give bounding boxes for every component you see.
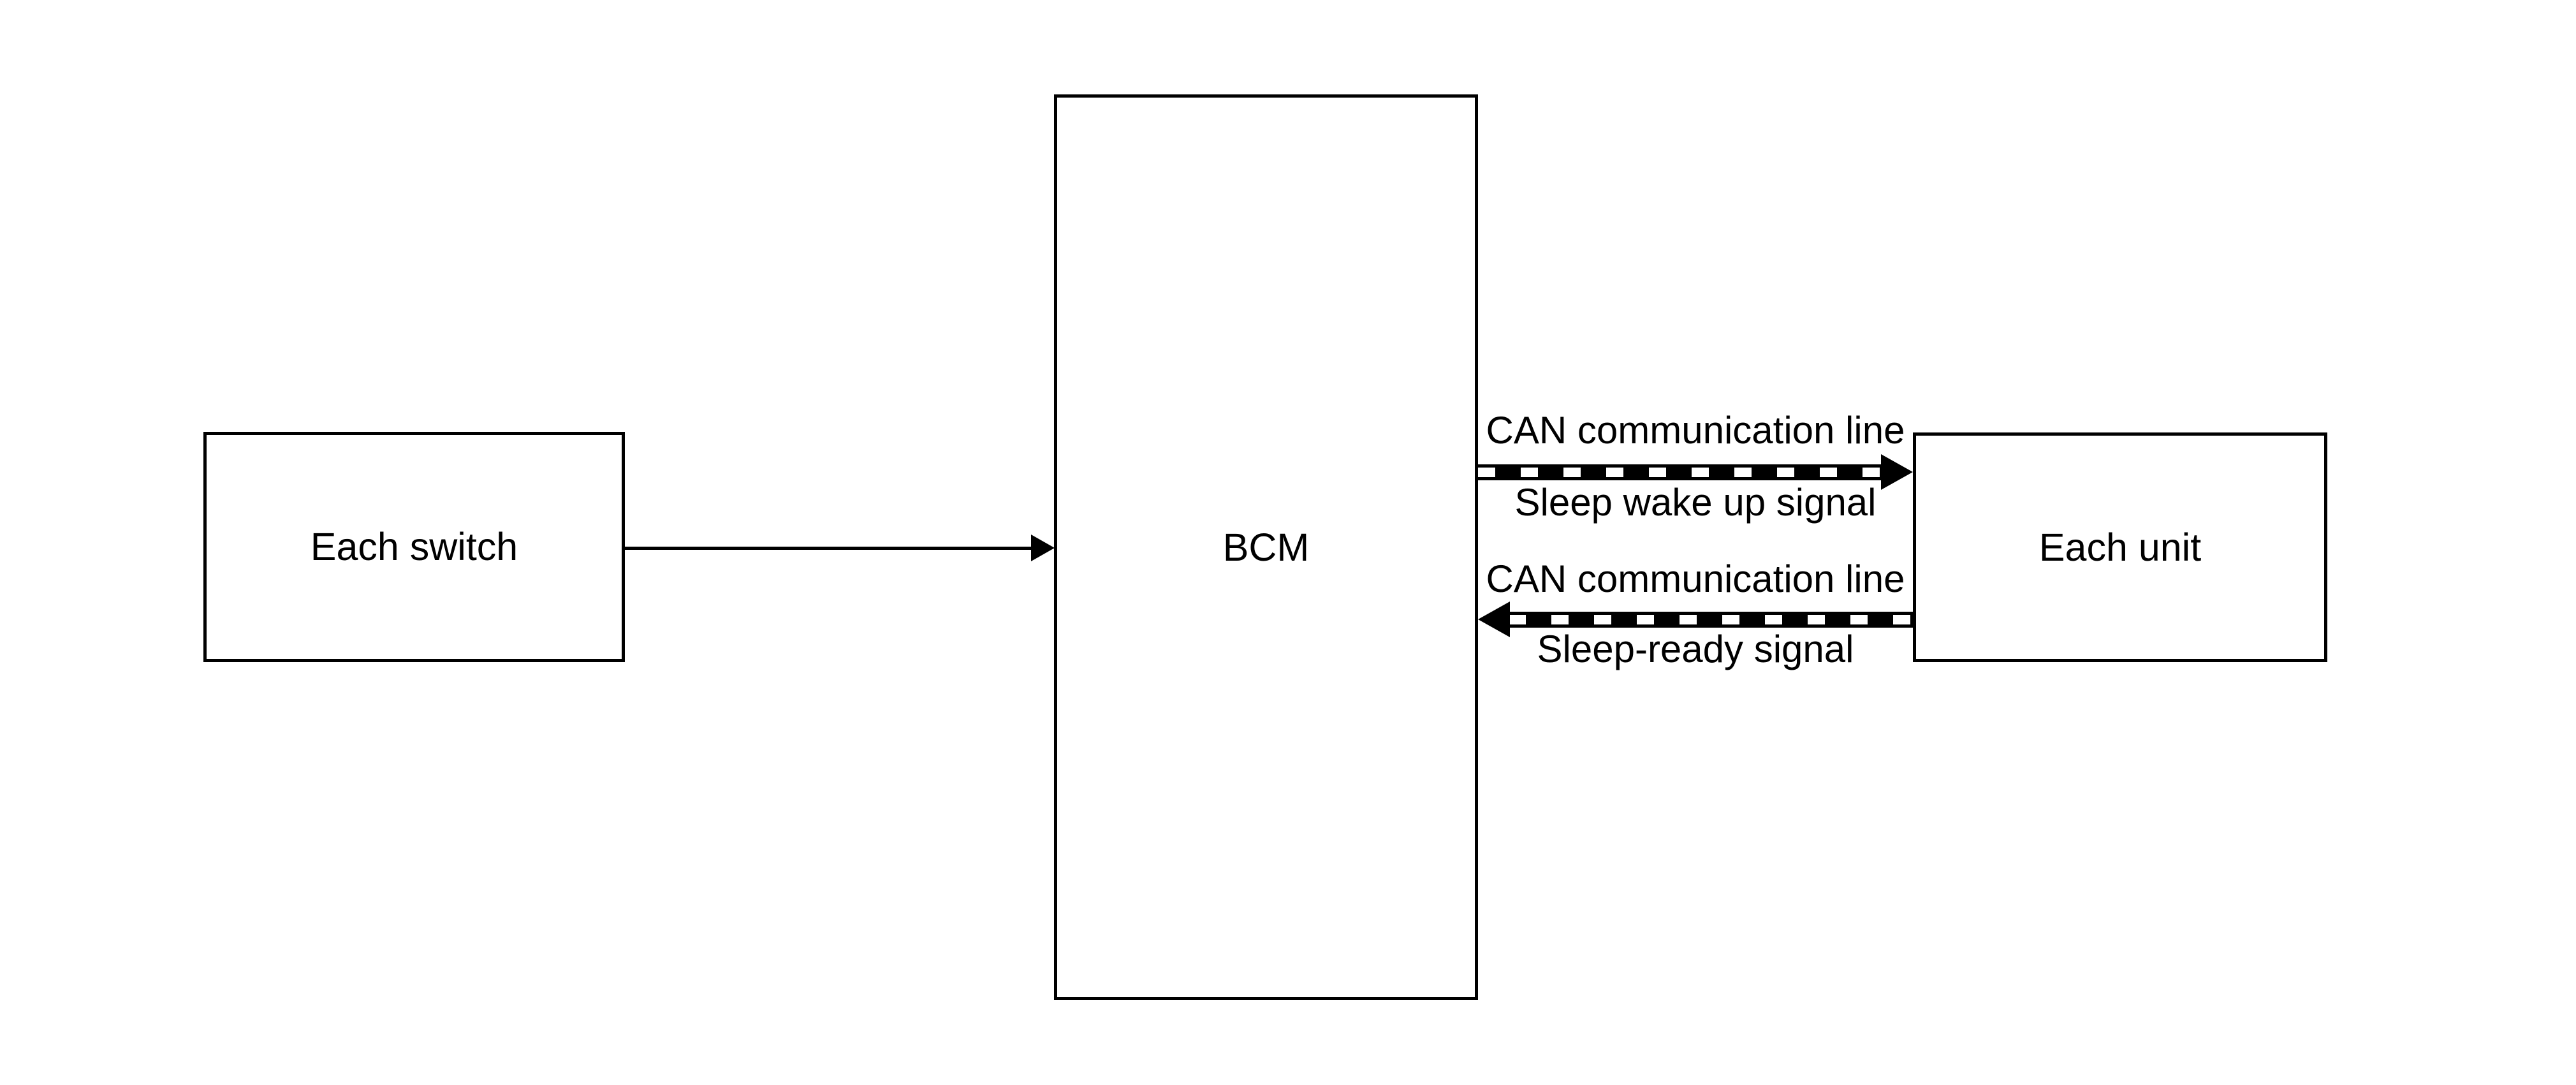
each-switch-label: Each switch — [310, 525, 518, 568]
arrowhead-right-icon — [1881, 454, 1913, 490]
arrowhead-right-icon — [1031, 535, 1055, 561]
arrowhead-left-icon — [1478, 602, 1510, 637]
bcm-to-unit-can-line-label: CAN communication line — [1486, 409, 1905, 452]
can-line-stripe-pattern — [1478, 468, 1882, 477]
unit-to-bcm-can-line-label: CAN communication line — [1486, 557, 1905, 600]
bcm-node: BCM — [1054, 94, 1478, 1000]
unit-to-bcm-striped-line — [1509, 612, 1913, 628]
sleep-wake-up-signal-label: Sleep wake up signal — [1514, 481, 1877, 524]
bcm-label: BCM — [1222, 525, 1310, 569]
bcm-to-unit-striped-line — [1478, 464, 1882, 480]
each-unit-node: Each unit — [1913, 432, 2327, 662]
each-switch-node: Each switch — [203, 432, 625, 662]
sleep-ready-signal-label: Sleep-ready signal — [1537, 628, 1854, 670]
switch-to-bcm-arrow-line — [625, 547, 1032, 550]
each-unit-label: Each unit — [2038, 525, 2202, 569]
can-line-stripe-pattern — [1509, 615, 1913, 624]
